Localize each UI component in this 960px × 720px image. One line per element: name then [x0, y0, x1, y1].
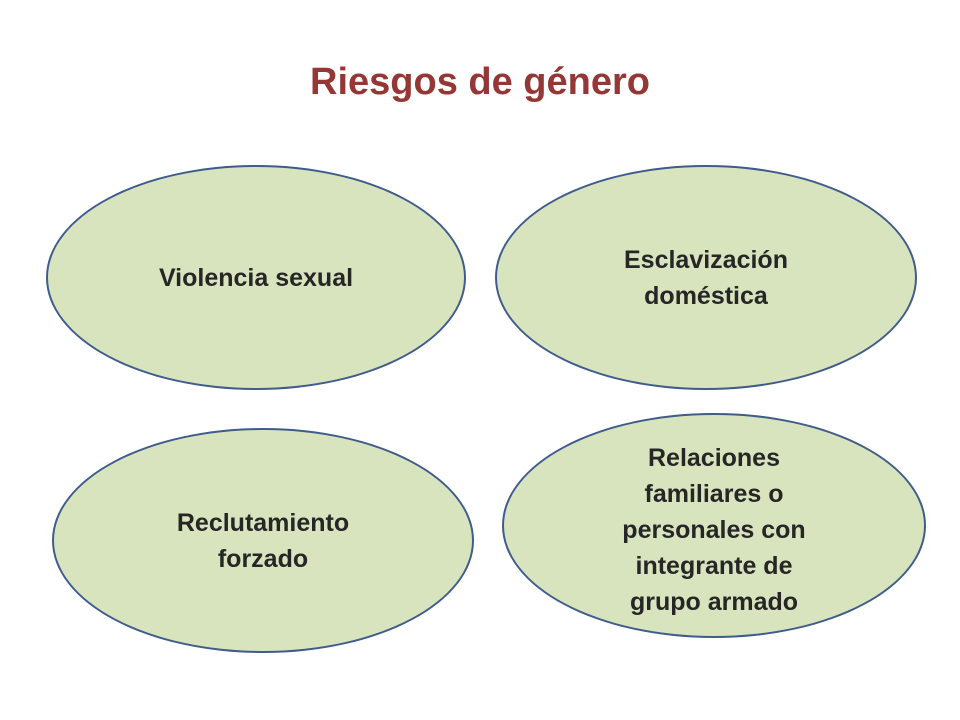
risk-ellipse-sexual-violence: Violencia sexual [46, 165, 466, 390]
risk-ellipse-forced-recruitment: Reclutamiento forzado [52, 428, 474, 653]
slide-title: Riesgos de género [310, 61, 650, 103]
risk-label: Esclavización doméstica [624, 245, 788, 310]
risk-label: Relaciones familiares o personales con i… [622, 443, 806, 616]
risk-label: Violencia sexual [158, 263, 354, 292]
risk-ellipse-armed-group-relations: Relaciones familiares o personales con i… [502, 413, 926, 638]
risk-label: Reclutamiento forzado [176, 508, 350, 573]
risk-ellipse-domestic-enslavement: Esclavización doméstica [495, 165, 917, 390]
